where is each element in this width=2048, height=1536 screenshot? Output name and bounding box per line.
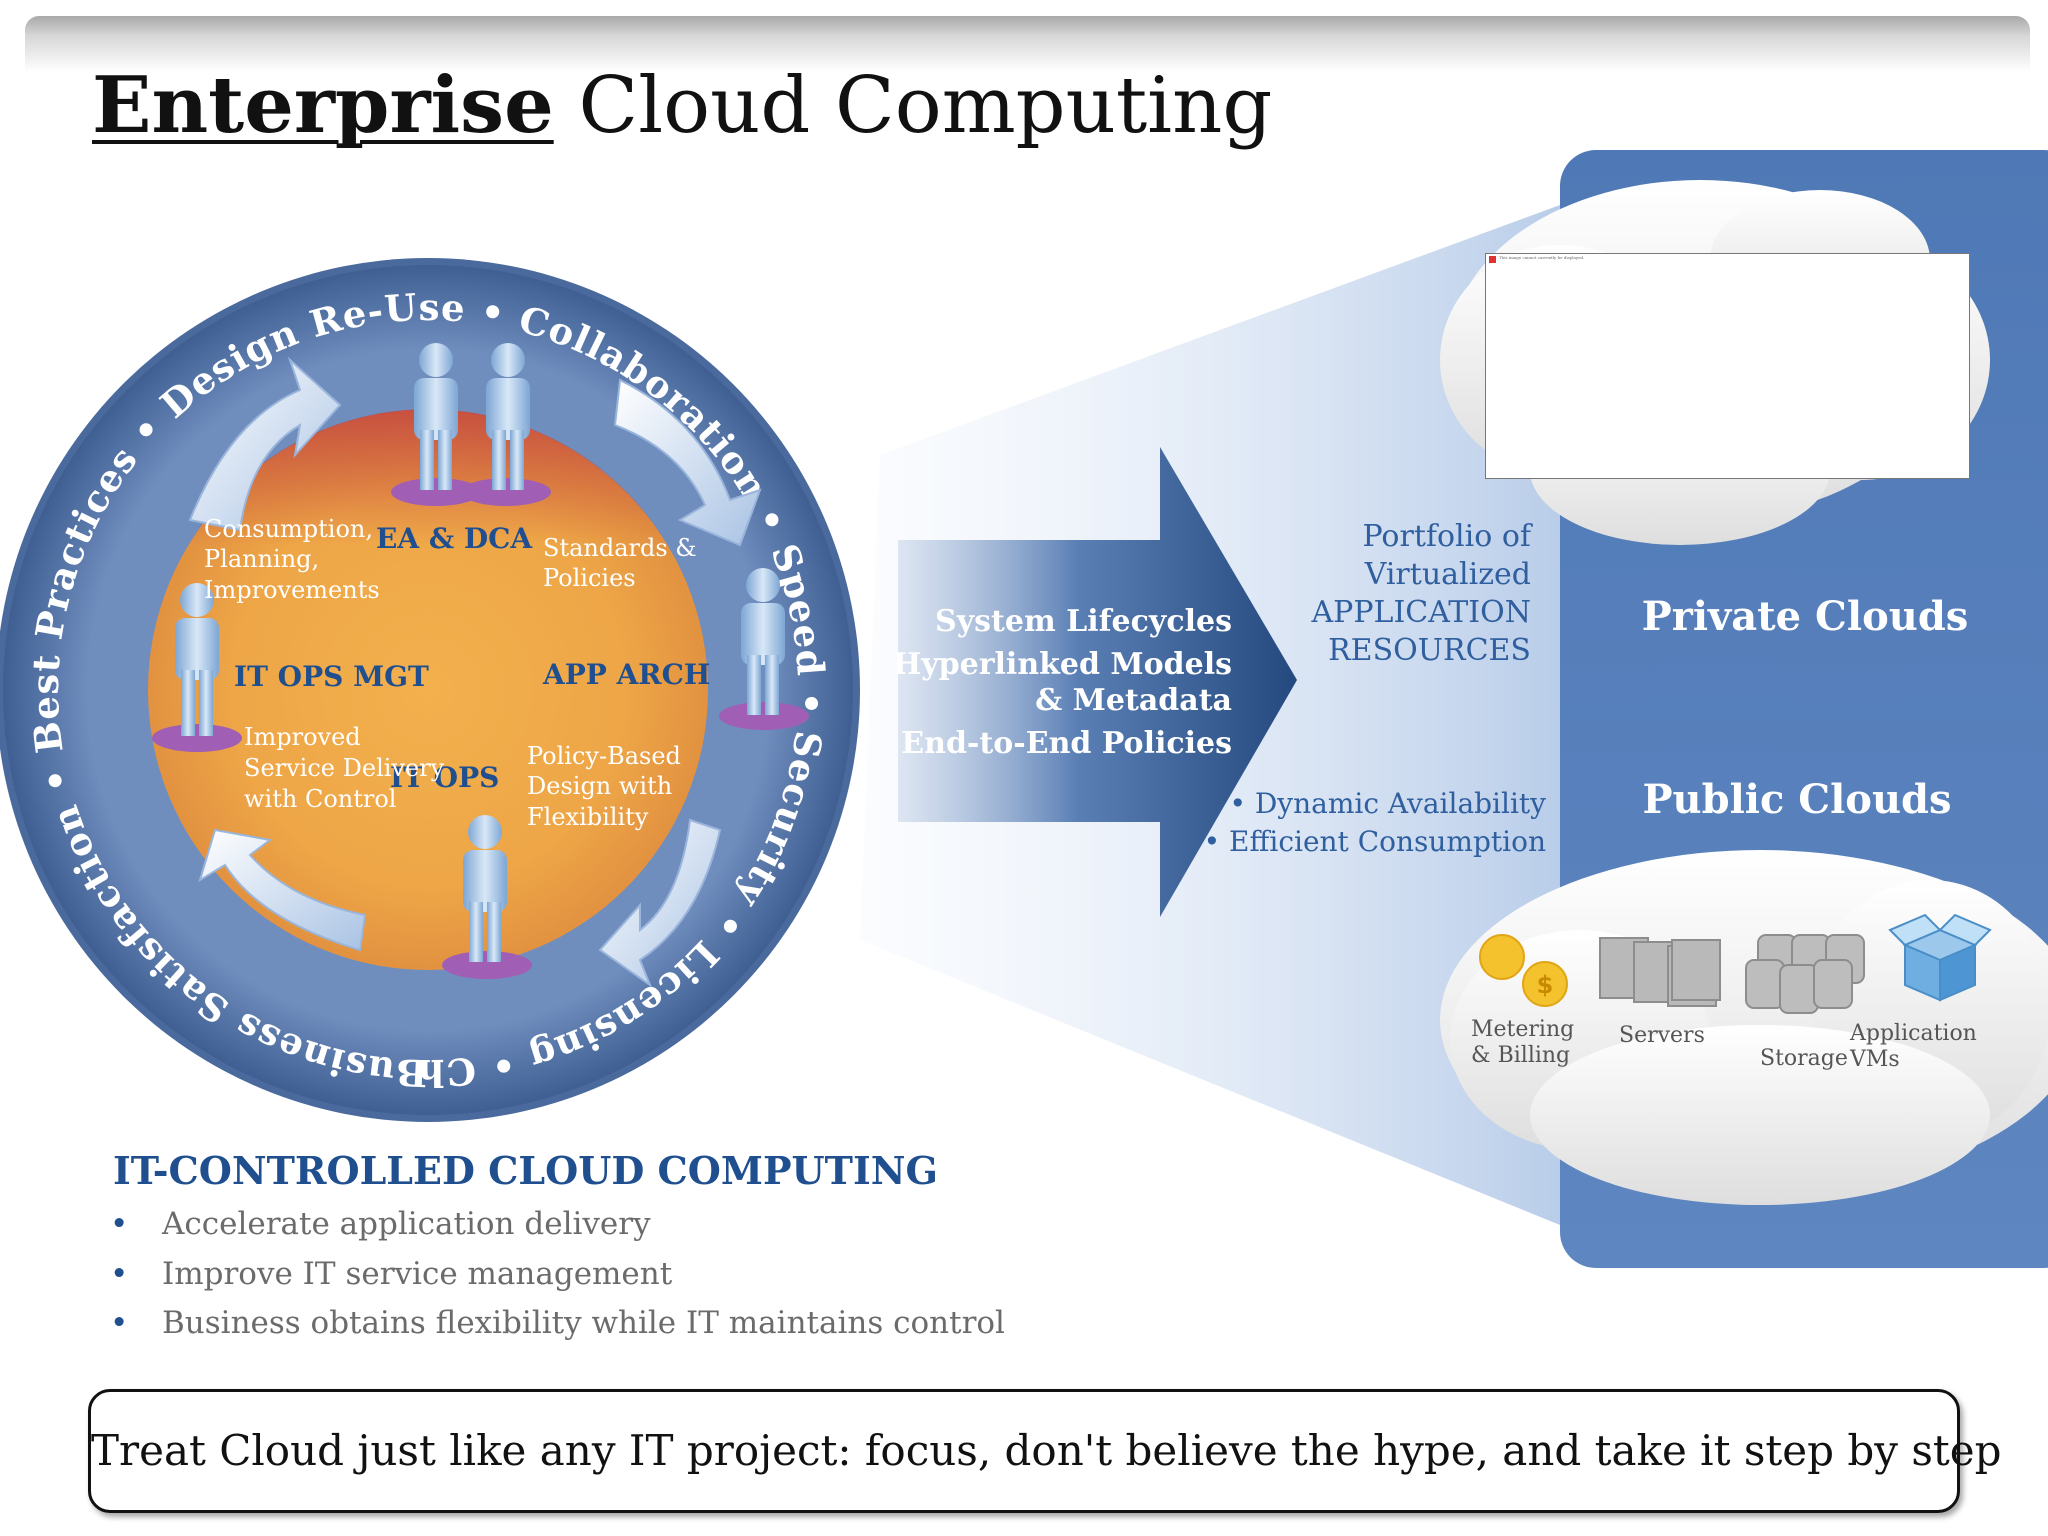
slide-header-bar [25, 16, 2030, 72]
private-clouds-label: Private Clouds [1642, 593, 1969, 640]
storage-icon [1745, 934, 1865, 1014]
svg-text:End-to-End Policies: End-to-End Policies [901, 726, 1232, 761]
svg-text:Hyperlinked Models: Hyperlinked Models [893, 647, 1232, 682]
title-bold: Enterprise [92, 60, 554, 151]
bullet-item: •Improve IT service management [110, 1256, 673, 1292]
label-it-ops: IT OPS [390, 761, 499, 794]
label-it-ops-mgt: IT OPS MGT [234, 660, 429, 693]
slide-title: Enterprise Cloud Computing [92, 60, 1272, 151]
cycle-arrow-bottom-left [198, 828, 367, 952]
svg-text:APPLICATION: APPLICATION [1311, 595, 1532, 630]
person-icon-it-ops [442, 815, 532, 979]
svg-text:& Metadata: & Metadata [1035, 683, 1232, 718]
svg-text:• Dynamic Availability: • Dynamic Availability [1229, 787, 1546, 820]
svg-text:Virtualized: Virtualized [1364, 557, 1531, 592]
person-icon-ea-2 [461, 343, 551, 506]
person-icon-ea-1 [391, 343, 481, 506]
coins-icon: $ [1479, 934, 1568, 1007]
svg-text:Improved: Improved [244, 723, 361, 751]
svg-text:Portfolio of: Portfolio of [1362, 519, 1532, 554]
cycle-arrow-bottom-right [598, 818, 722, 988]
arrow-text: System Lifecycles Hyperlinked Models & M… [893, 604, 1232, 761]
cycle-arrow-top-right [613, 378, 762, 547]
note-consumption: Consumption, Planning, Improvements [204, 515, 380, 604]
svg-text:Consumption,: Consumption, [204, 515, 373, 543]
note-policy: Policy-Based Design with Flexibility [527, 742, 681, 831]
svg-text:with Control: with Control [244, 785, 396, 813]
bullet-item: •Business obtains flexibility while IT m… [110, 1305, 1005, 1341]
person-icon-it-ops-mgt [152, 583, 242, 752]
broken-image-alt-text: This image cannot currently be displayed… [1499, 255, 1585, 260]
label-storage: Storage [1760, 1046, 1848, 1071]
portfolio-bullets: • Dynamic Availability • Efficient Consu… [1204, 787, 1547, 858]
portfolio-text: Portfolio of Virtualized APPLICATION RES… [1311, 519, 1533, 668]
note-improved: Improved Service Delivery with Control [244, 723, 445, 813]
svg-text:RESOURCES: RESOURCES [1328, 633, 1531, 668]
svg-text:$: $ [1537, 971, 1554, 999]
svg-text:Planning,: Planning, [204, 545, 319, 573]
takeaway-banner: Treat Cloud just like any IT project: fo… [88, 1389, 2002, 1513]
note-standards: Standards & Policies [543, 534, 697, 592]
label-servers: Servers [1619, 1023, 1705, 1048]
svg-text:Policies: Policies [543, 564, 636, 592]
label-application-vms: Application VMs [1850, 1021, 1977, 1072]
bullet-item: •Accelerate application delivery [110, 1206, 651, 1242]
cycle-arrow-top-left [188, 356, 342, 532]
broken-image-placeholder: This image cannot currently be displayed… [1485, 253, 1970, 479]
svg-text:System Lifecycles: System Lifecycles [935, 604, 1232, 639]
core-circle [148, 410, 708, 970]
svg-text:• Efficient Consumption: • Efficient Consumption [1204, 825, 1546, 858]
label-ea-dca: EA & DCA [376, 522, 533, 555]
label-metering: Metering & Billing [1471, 1017, 1575, 1068]
servers-icon [1599, 937, 1721, 1007]
lifecycle-arrow [898, 447, 1297, 917]
svg-text:Policy-Based: Policy-Based [527, 742, 681, 770]
public-clouds-label: Public Clouds [1642, 776, 1951, 823]
svg-text:Design with: Design with [527, 772, 672, 800]
broken-image-icon [1489, 256, 1496, 263]
svg-text:Standards &: Standards & [543, 534, 697, 562]
takeaway-text: Treat Cloud just like any IT project: fo… [91, 1426, 2002, 1475]
application-box-icon [1888, 913, 1992, 1002]
label-app-arch: APP ARCH [542, 658, 710, 691]
person-icon-app-arch [719, 568, 809, 730]
svg-text:Improvements: Improvements [204, 576, 380, 604]
section-heading: IT-CONTROLLED CLOUD COMPUTING [113, 1148, 938, 1193]
svg-text:Service Delivery: Service Delivery [244, 754, 445, 782]
svg-text:Flexibility: Flexibility [527, 803, 649, 831]
title-rest: Cloud Computing [553, 61, 1273, 151]
